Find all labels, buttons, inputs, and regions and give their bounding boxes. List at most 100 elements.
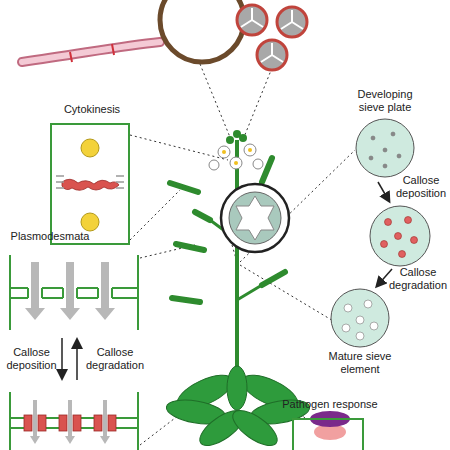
nucleus (81, 139, 99, 157)
sieve-plate (356, 119, 414, 177)
sieve-pore (369, 156, 373, 160)
node-heading: Mature sieve element (320, 350, 400, 376)
process-arrow (76, 340, 78, 380)
callose-deposits (24, 415, 116, 431)
leader-line (240, 265, 335, 322)
vascular-ring (229, 192, 281, 244)
callose (24, 415, 32, 431)
leader-line (242, 68, 272, 142)
silique (172, 298, 200, 302)
silique (195, 212, 210, 220)
sieve-pore (383, 164, 387, 168)
callose-dots (381, 217, 418, 258)
node-heading: Plasmodesmata (0, 230, 110, 243)
process-label: Callose degradation (82, 346, 148, 372)
sieve-pore (371, 136, 375, 140)
tetrads (237, 5, 307, 70)
branch (237, 285, 262, 300)
flower (209, 160, 219, 170)
sieve-plate-circle: Developing sieve plate (355, 118, 415, 178)
phragmoplast (56, 176, 124, 188)
process-label: Callose degradation (386, 266, 450, 292)
leader-line (200, 64, 232, 142)
flow-arrow (95, 262, 115, 320)
circle-outline (355, 118, 415, 178)
flower (244, 144, 256, 156)
bud (233, 130, 241, 138)
bud (226, 136, 234, 144)
tetrad-wall (261, 43, 283, 62)
callose-plug (112, 44, 114, 55)
sieve-pore (391, 132, 395, 136)
callose (59, 415, 67, 431)
pathogen-box: Pathogen response (292, 418, 364, 450)
microtubule (56, 187, 64, 189)
callose (395, 233, 402, 240)
tetrad (257, 40, 287, 70)
sieve-element-circle: Mature sieve element (330, 288, 390, 348)
circle-outline (330, 288, 390, 348)
tetrad (237, 5, 267, 35)
callose-plug (70, 52, 72, 62)
node-heading: Cytokinesis (32, 103, 152, 116)
microtubule (116, 181, 124, 183)
sieve-pore (356, 316, 364, 324)
cytokinesis-box: Cytokinesis (50, 123, 130, 245)
flow-arrow (25, 262, 45, 320)
callose (108, 415, 116, 431)
sieve-plate (370, 206, 430, 266)
microtubule (116, 187, 124, 189)
callose (405, 217, 412, 224)
sieve-pore (370, 322, 378, 330)
flow-arrow (60, 262, 80, 320)
callose (94, 415, 102, 431)
flower-center (248, 148, 252, 152)
flower (218, 146, 230, 158)
leader-lines (130, 64, 355, 445)
pollen-tube-outline (22, 42, 160, 62)
stem (235, 140, 239, 400)
leaf (227, 404, 282, 450)
tetrad (277, 7, 307, 37)
sieve-pore (344, 304, 352, 312)
cell-wall (10, 255, 138, 330)
leader-line (130, 135, 228, 160)
flower-center (234, 161, 238, 165)
pith (236, 196, 274, 240)
callose (385, 219, 392, 226)
node-heading: Pathogen response (270, 398, 390, 411)
sieve-pore (383, 148, 387, 152)
microtubule (116, 175, 124, 177)
silique (262, 158, 272, 182)
process-label: Callose deposition (392, 174, 450, 200)
callose (73, 415, 81, 431)
leaf (227, 366, 247, 410)
callose (38, 415, 46, 431)
process-label: Callose deposition (4, 346, 59, 372)
process-arrow (378, 182, 389, 201)
silique (262, 272, 285, 285)
cross-section (221, 184, 289, 252)
silique (170, 183, 198, 192)
pollen-grain (160, 0, 244, 62)
sieve-plate (331, 289, 389, 347)
callose (399, 251, 406, 258)
sieve-pore (364, 300, 372, 308)
pollen-tube (22, 42, 160, 62)
silique (176, 244, 204, 250)
flower (230, 157, 242, 169)
nucleus (81, 213, 99, 231)
flower (253, 159, 263, 169)
flowers (209, 130, 263, 170)
cell-plate (62, 179, 119, 190)
flower-center (222, 150, 226, 154)
microtubule (56, 175, 64, 177)
sieve-pore (356, 332, 364, 340)
process-arrow (61, 338, 63, 378)
tetrad-wall (281, 10, 303, 29)
callose (411, 237, 418, 244)
sieve-pore (397, 154, 401, 158)
tetrad-wall (241, 8, 263, 27)
node-heading: Developing sieve plate (345, 88, 425, 114)
